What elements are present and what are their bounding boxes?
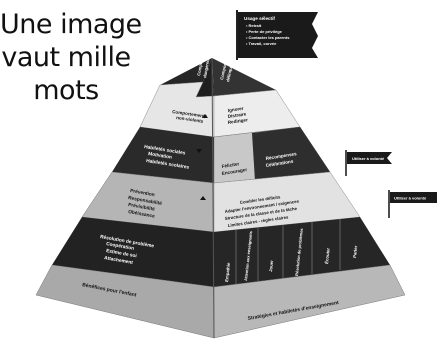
top-flag-item-1: • Retrait <box>246 23 262 28</box>
level4-left-line-3: Prévisibilité <box>128 202 156 213</box>
level3-right-line-1: Récompenses <box>265 151 297 161</box>
level4-right-line-1: Combler les déficits <box>239 194 281 205</box>
headline-line-2: vaut mille <box>1 42 131 73</box>
level2-right-line-3: Rediriger <box>227 117 248 125</box>
top-flag-title: Usage sélectif <box>244 16 275 21</box>
level2-left-line-1: Comportements <box>172 109 208 119</box>
pyramid-right-face <box>212 58 406 339</box>
level5-column-3: Jouer <box>268 260 274 272</box>
apex-left-line-1: Comportements <box>196 43 207 76</box>
middle-flag: Utiliser à volonté <box>345 150 392 176</box>
top-flag-item-4: • Travail, corvée <box>246 41 277 46</box>
middle-flag-cloth <box>347 152 392 164</box>
lower-flag-label: Utiliser à volonté <box>394 196 427 201</box>
arrow-down-icon <box>196 149 202 153</box>
level4-left-line-1: Prévention <box>130 188 156 198</box>
apex-left-line-2: dangereux <box>202 56 211 78</box>
level3-left-line-2: Motivation <box>148 151 173 161</box>
level5-column-2: Attention aux enseignants <box>243 230 253 281</box>
level5-left-line-4: Attachement <box>104 255 134 266</box>
level3-mid-line-1: Féliciter <box>221 161 239 169</box>
level3-mid-line-2: Encourager <box>221 167 247 176</box>
lower-flag-cloth <box>390 192 437 203</box>
arrow-up-icon <box>200 196 206 200</box>
level5-column-5: Écouter <box>324 247 331 264</box>
middle-flag-label: Utiliser à volonté <box>352 156 385 161</box>
top-flag-item-3: • Contacter les parents <box>246 35 290 40</box>
lower-flag: Utiliser à volonté <box>388 190 437 218</box>
level2-right-line-2: Distraire <box>227 111 247 119</box>
top-flag: Usage sélectif • Retrait • Perte de priv… <box>236 10 318 60</box>
arrow-up-icon <box>202 114 208 118</box>
level4-left-line-4: Obéissance <box>128 209 156 220</box>
level5-column-6: Parler <box>352 245 358 258</box>
top-flag-cloth <box>238 12 318 58</box>
top-flag-item-2: • Perte de privilège <box>246 29 283 34</box>
headline-line-3: mots <box>33 75 99 106</box>
pyramid-edge <box>211 57 215 339</box>
level5-column-4: Résolution de problèmes <box>294 227 304 276</box>
level2-left-line-2: non-violents <box>176 115 204 124</box>
pyramid-left-face <box>35 58 215 339</box>
headline-line-1: Une image <box>0 9 142 40</box>
level5-left-line-2: Coopération <box>106 241 135 252</box>
level4-left-line-2: Responsabilité <box>128 195 163 207</box>
headline: Une image vaut mille mots <box>0 8 142 107</box>
left-face-arrows <box>196 114 208 200</box>
level5-column-dividers <box>235 219 341 284</box>
level2-right-line-1: Ignorer <box>227 106 244 113</box>
level3-right-line-2: Célébrations <box>265 159 294 168</box>
apex-right-line-1: Comportements <box>219 47 231 80</box>
level5-left-line-3: Estime de soi <box>106 248 138 259</box>
level5-column-1: Empathie <box>224 262 231 282</box>
apex-right-line-2: délinquants <box>225 58 235 83</box>
